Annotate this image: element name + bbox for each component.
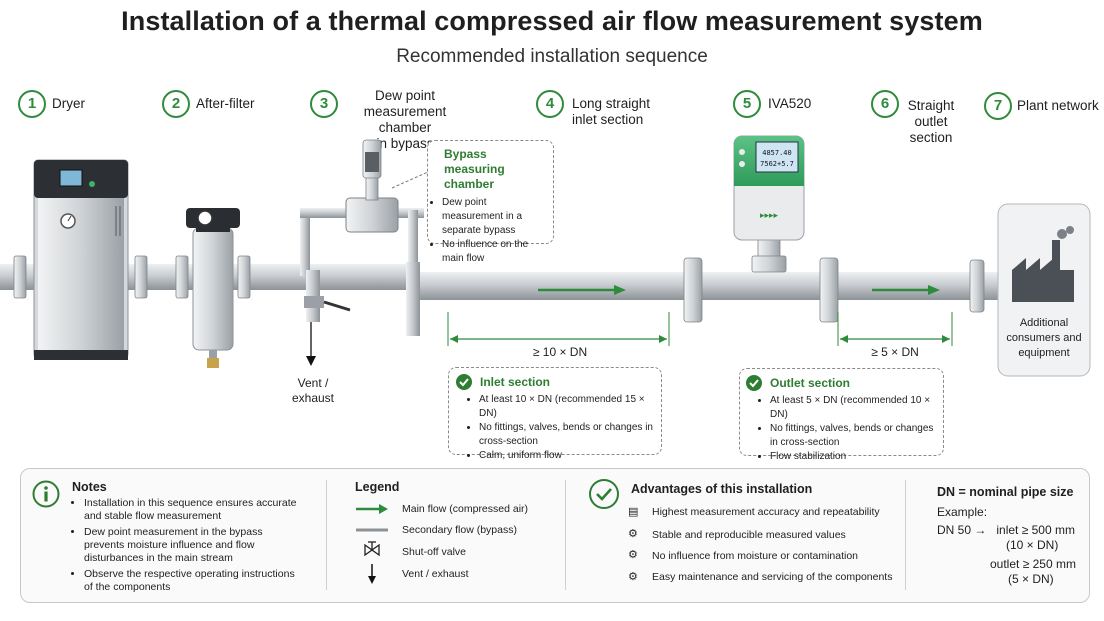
outlet-section-box: Outlet section At least 5 × DN (recommen… <box>739 368 944 462</box>
check-circle-icon <box>456 374 472 390</box>
dimension-inlet <box>447 312 670 346</box>
inlet-section-item: No fittings, valves, bends or changes in… <box>479 421 657 449</box>
dn-example-label: Example: <box>937 505 988 519</box>
legend-title: Legend <box>355 480 400 494</box>
clipboard-icon: ▤ <box>628 506 639 518</box>
inlet-section-title: Inlet section <box>480 375 551 389</box>
shut-off-valve <box>304 296 351 312</box>
dryer-unit <box>33 159 129 360</box>
panel-divider <box>326 480 327 590</box>
outlet-section-item: Flow stabilization <box>770 450 939 464</box>
advantages-item: Easy maintenance and servicing of the co… <box>652 571 893 583</box>
inlet-section-item: Calm, uniform flow <box>479 449 657 463</box>
after-filter <box>186 208 240 368</box>
outlet-section-item: At least 5 × DN (recommended 10 × DN) <box>770 394 939 422</box>
panel-divider <box>905 480 906 590</box>
step-4-number: 4 <box>536 90 564 118</box>
step-5-number: 5 <box>733 90 761 118</box>
display-line-1: 4857.40 <box>762 149 792 157</box>
display-line-2: 7562+5.7 <box>760 160 794 168</box>
dn-example-outlet: outlet ≥ 250 mm <box>990 557 1076 571</box>
dimension-outlet <box>837 312 953 346</box>
advantages-item: Highest measurement accuracy and repeata… <box>652 506 880 518</box>
gear-icon: ⚙ <box>628 549 638 561</box>
legend-item-valve: Shut-off valve <box>402 546 467 558</box>
plant-network-box <box>997 203 1091 377</box>
step-6-number: 6 <box>871 90 899 118</box>
panel-divider <box>565 480 566 590</box>
advantages-title: Advantages of this installation <box>631 482 813 496</box>
check-circle-icon <box>746 375 762 391</box>
gear-icon: ⚙ <box>628 528 638 540</box>
step-3-number: 3 <box>310 90 338 118</box>
vent-label: Vent /exhaust <box>291 376 335 405</box>
dimension-outlet-label: ≥ 5 × DN <box>871 345 919 359</box>
iva520-meter: 4857.40 7562+5.7 ▸▸▸▸ <box>733 135 805 273</box>
bypass-callout-item: No influence on the main flow <box>442 238 549 266</box>
legend-vent-arrow-icon <box>368 564 376 584</box>
legend-item-secondary-flow: Secondary flow (bypass) <box>402 524 517 536</box>
step-2-label: After-filter <box>196 96 255 111</box>
legend-item-vent: Vent / exhaust <box>402 568 469 580</box>
legend-item-main-flow: Main flow (compressed air) <box>402 503 529 515</box>
dimension-inlet-label: ≥ 10 × DN <box>532 345 588 359</box>
step-1-number: 1 <box>18 90 46 118</box>
step-1-label: Dryer <box>52 96 85 111</box>
notes-title: Notes <box>72 480 107 494</box>
factory-icon <box>1012 226 1074 302</box>
advantages-item: No influence from moisture or contaminat… <box>652 550 859 562</box>
info-panel <box>20 468 1090 603</box>
step-7-number: 7 <box>984 92 1012 120</box>
advantages-item: Stable and reproducible measured values <box>652 529 846 541</box>
page-subtitle: Recommended installation sequence <box>396 46 708 67</box>
installation-diagram: 4857.40 7562+5.7 ▸▸▸▸ <box>0 135 1091 377</box>
page-title: Installation of a thermal compressed air… <box>121 6 983 36</box>
check-circle-icon <box>589 479 619 509</box>
inlet-section-item: At least 10 × DN (recommended 15 × DN) <box>479 393 657 421</box>
outlet-section-title: Outlet section <box>770 376 851 390</box>
notes-item: Dew point measurement in the bypass prev… <box>84 526 305 565</box>
vent-arrow <box>306 322 316 366</box>
dn-example-inlet-factor: (10 × DN) <box>1006 538 1059 552</box>
gear-icon: ⚙ <box>628 571 638 583</box>
notes-item: Installation in this sequence ensures ac… <box>84 497 305 523</box>
main-flow-arrow <box>538 285 940 295</box>
dn-example-outlet-factor: (5 × DN) <box>1008 572 1054 586</box>
notes-item: Observe the respective operating instruc… <box>84 568 305 594</box>
pipe-flange <box>13 255 985 323</box>
legend-symbols <box>356 504 388 584</box>
inlet-section-box: Inlet section At least 10 × DN (recommen… <box>448 367 662 461</box>
dn-example-inlet: DN 50 → inlet ≥ 500 mm <box>937 523 1075 537</box>
outlet-section-item: No fittings, valves, bends or changes in… <box>770 422 939 450</box>
step-7-label: Plant network <box>1017 98 1099 113</box>
bypass-loop <box>300 208 424 336</box>
step-5-label: IVA520 <box>768 96 812 111</box>
notes-list: Installation in this sequence ensures ac… <box>70 497 305 594</box>
info-icon <box>32 480 60 508</box>
legend-valve-icon <box>364 541 380 557</box>
bypass-callout-item: Dew point measurement in a separate bypa… <box>442 196 549 238</box>
main-pipe-right <box>410 272 1000 300</box>
step-2-number: 2 <box>162 90 190 118</box>
svg-text:▸▸▸▸: ▸▸▸▸ <box>760 210 779 220</box>
dew-point-chamber <box>345 139 399 233</box>
legend-main-flow-arrow <box>356 504 388 514</box>
dn-title: DN = nominal pipe size <box>937 485 1074 499</box>
